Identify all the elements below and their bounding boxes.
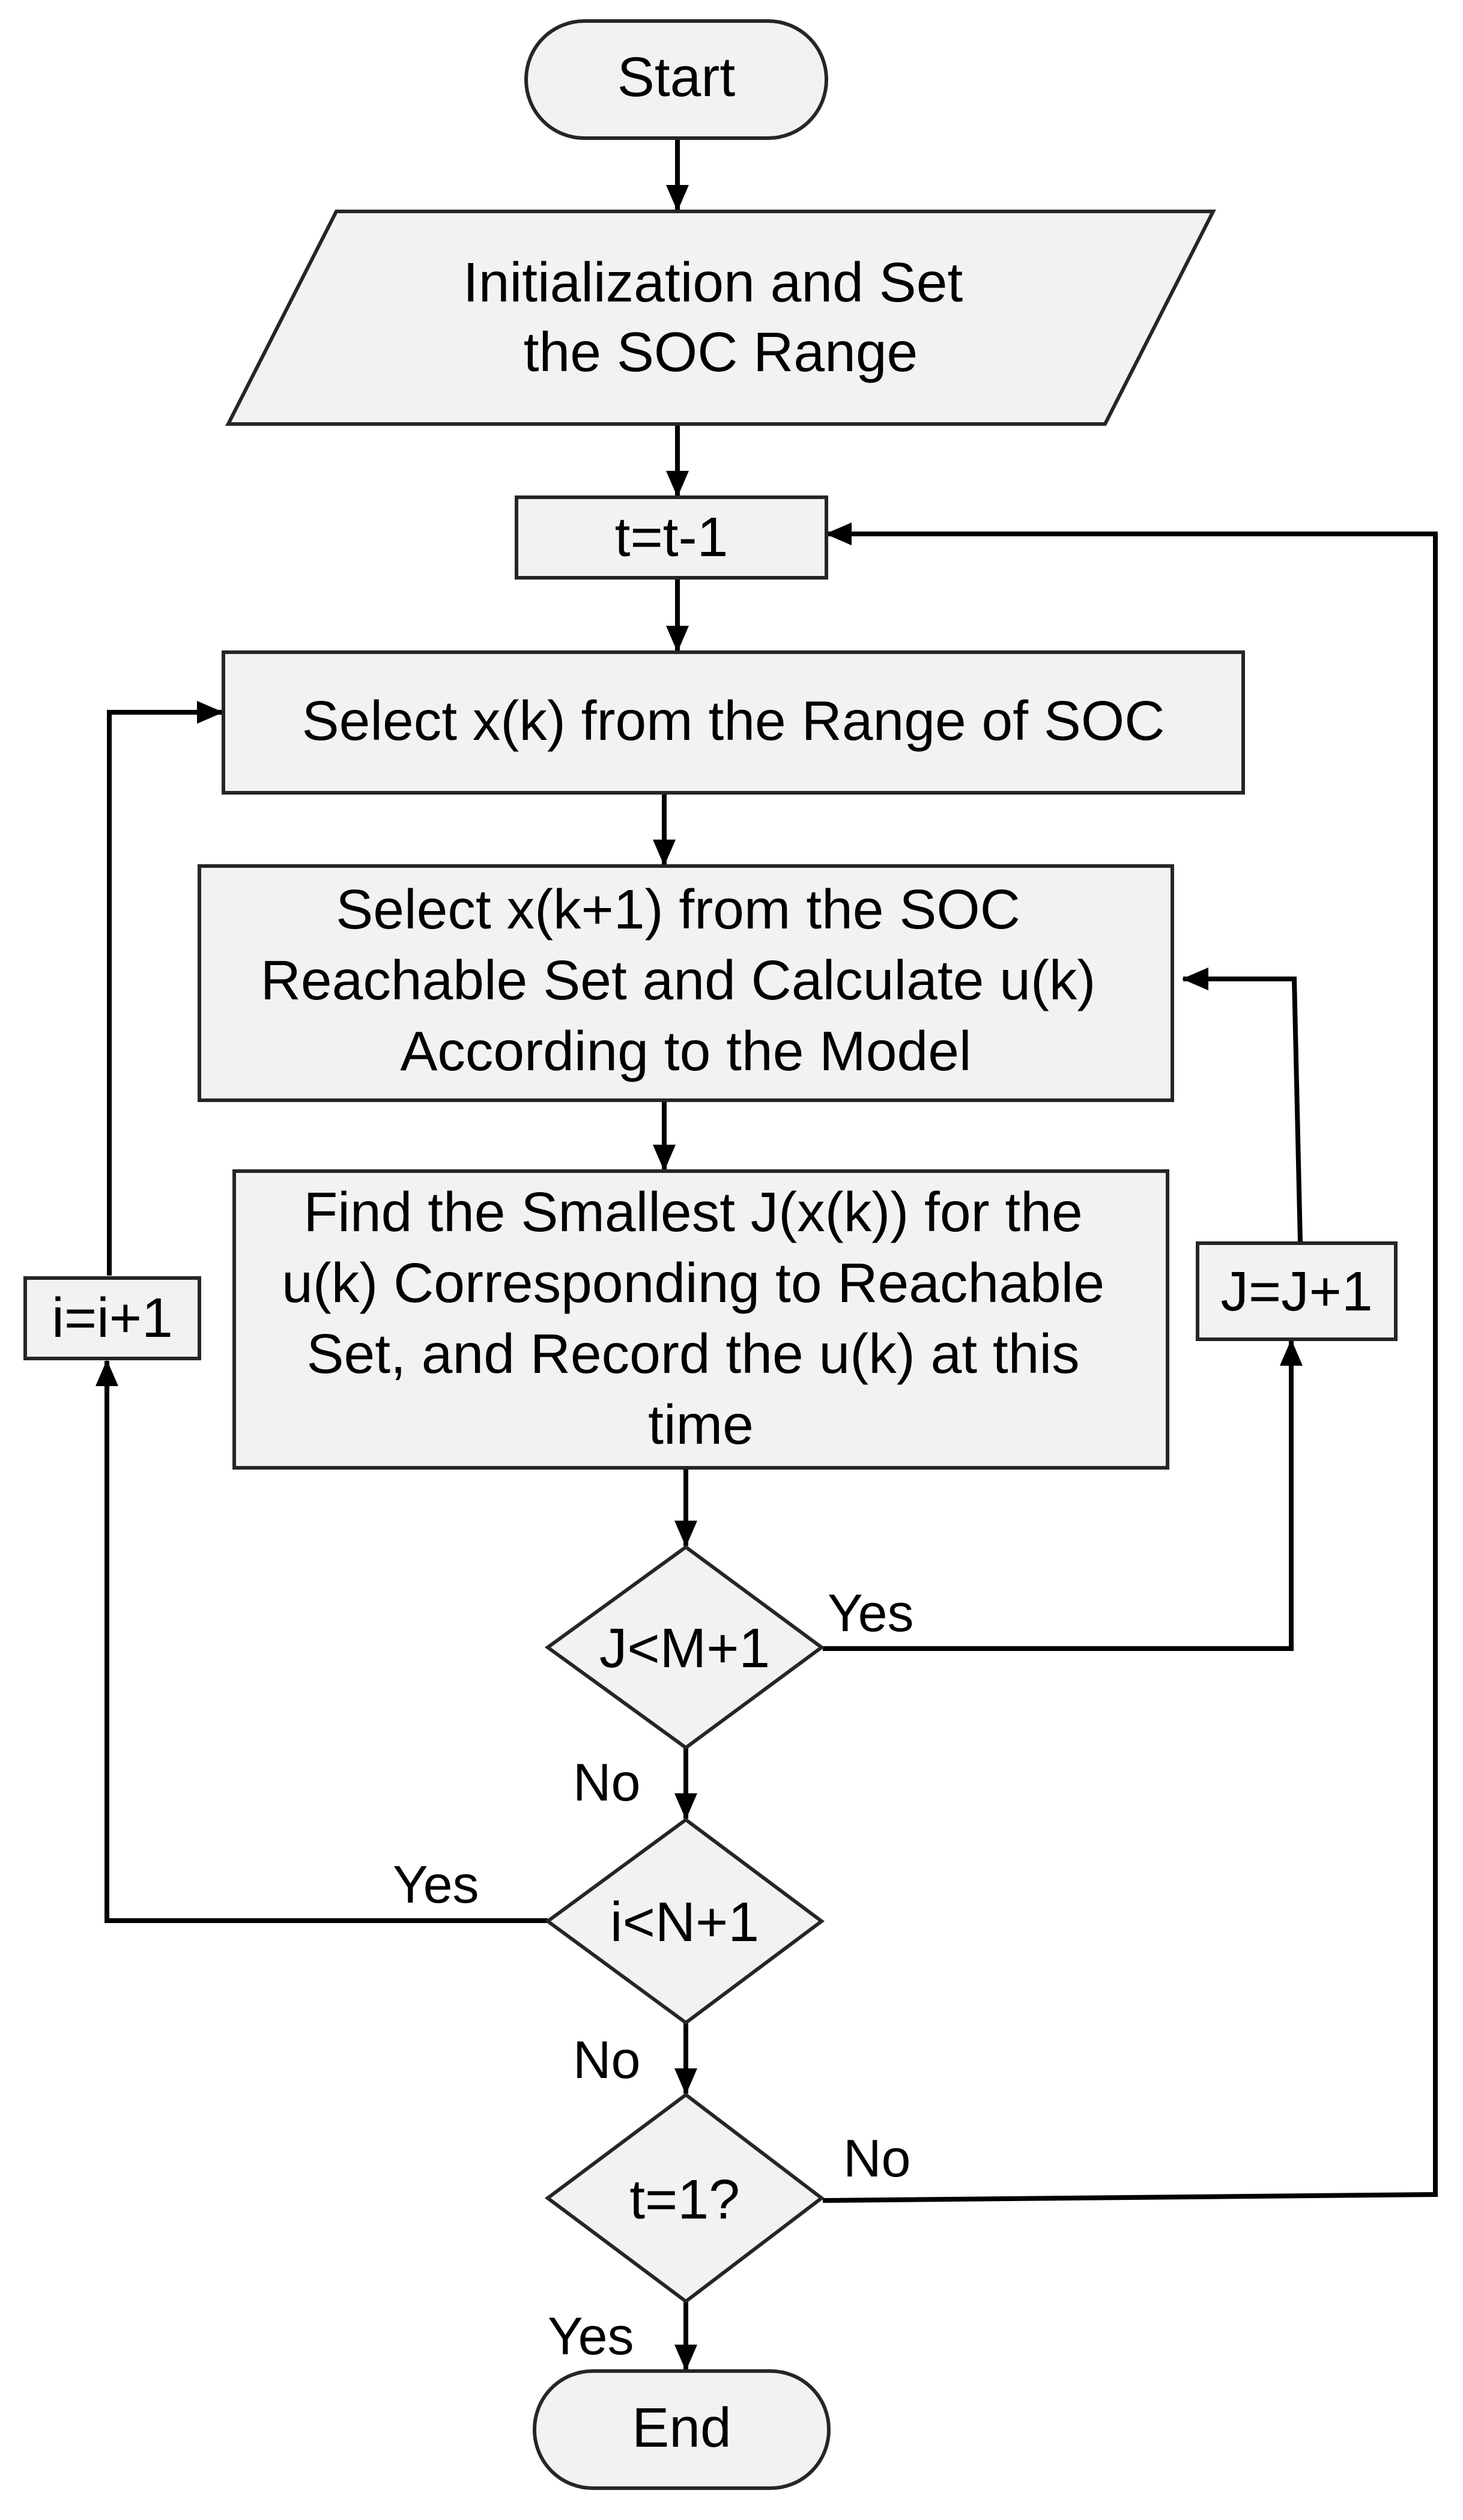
cond-i-no-label: No: [573, 2030, 641, 2089]
cond-i-node: i<N+1: [544, 1817, 825, 2025]
select-xk1-label: Select x(k+1) from the SOC Reachable Set…: [261, 878, 1111, 1082]
start-label: Start: [617, 46, 736, 108]
cond-i-yes-label: Yes: [393, 1855, 479, 1914]
find-j-node: Find the Smallest J(x(k)) for the u(k) C…: [232, 1169, 1169, 1470]
find-j-label: Find the Smallest J(x(k)) for the u(k) C…: [282, 1181, 1120, 1456]
cond-t-label: t=1?: [629, 2168, 740, 2231]
cond-t-no-label: No: [843, 2128, 911, 2188]
i-inc-node: i=i+1: [23, 1276, 201, 1360]
i-inc-label: i=i+1: [52, 1286, 173, 1349]
loop-jinc-to-selectxk1: [1182, 968, 1303, 1243]
find-j-line-4: time: [648, 1393, 754, 1456]
cond-i-label: i<N+1: [610, 1891, 759, 1953]
select-xk1-node: Select x(k+1) from the SOC Reachable Set…: [198, 864, 1174, 1102]
start-node: Start: [524, 19, 828, 140]
cond-j-no-label: No: [573, 1752, 641, 1812]
j-inc-label: J=J+1: [1220, 1260, 1372, 1322]
loop-iinc-to-selectxk: [107, 701, 223, 1276]
loop-condj-yes-to-jinc: [823, 1339, 1303, 1651]
select-xk-label: Select x(k) from the Range of SOC: [302, 689, 1165, 752]
cond-j-yes-label: Yes: [828, 1583, 914, 1643]
init-node: Initialization and Set the SOC Range: [225, 210, 1216, 426]
loop-condt-no-to-tdec: [822, 522, 1438, 2203]
find-j-line-1: Find the Smallest J(x(k)) for the: [303, 1181, 1082, 1243]
cond-t-node: t=1?: [544, 2092, 825, 2304]
select-xk1-line-2: Reachable Set and Calculate u(k): [261, 949, 1096, 1011]
t-dec-node: t=t-1: [515, 495, 828, 580]
cond-j-node: J<M+1: [544, 1545, 825, 1750]
j-inc-node: J=J+1: [1196, 1241, 1398, 1341]
init-line-2: the SOC Range: [524, 321, 918, 383]
cond-j-label: J<M+1: [599, 1617, 770, 1679]
end-label: End: [632, 2396, 731, 2459]
select-xk-node: Select x(k) from the Range of SOC: [222, 650, 1245, 795]
find-j-line-2: u(k) Corresponding to Reachable: [282, 1252, 1104, 1314]
select-xk1-line-3: According to the Model: [400, 1020, 971, 1082]
find-j-line-3: Set, and Record the u(k) at this: [307, 1322, 1080, 1385]
end-node: End: [533, 2369, 831, 2490]
init-line-1: Initialization and Set: [463, 251, 963, 313]
loop-condi-yes-to-iinc: [95, 1360, 548, 1923]
cond-t-yes-label: Yes: [548, 2306, 634, 2366]
init-label: Initialization and Set the SOC Range: [463, 251, 978, 383]
connectors: [95, 138, 1438, 2371]
t-dec-label: t=t-1: [615, 506, 728, 568]
select-xk1-line-1: Select x(k+1) from the SOC: [336, 878, 1020, 940]
